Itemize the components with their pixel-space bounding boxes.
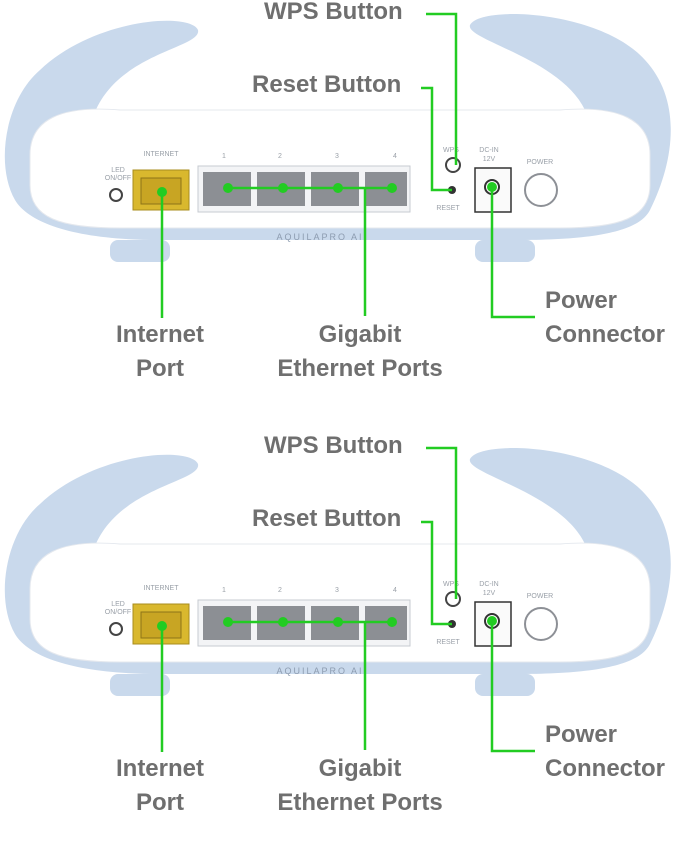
internet-port-callout: Internet Port bbox=[104, 752, 216, 820]
callout-dot-internet bbox=[157, 187, 167, 197]
wps-button-label: WPS Button bbox=[264, 432, 403, 459]
power-connector-callout-line2: Connector bbox=[545, 321, 665, 348]
callout-dot-lan-4 bbox=[387, 183, 397, 193]
internet-port-callout-line1: Internet bbox=[115, 321, 204, 348]
lan-number-2: 2 bbox=[278, 587, 282, 594]
power-connector-callout: Power Connector bbox=[545, 718, 665, 786]
callout-line-reset bbox=[421, 86, 452, 192]
power-label: POWER bbox=[527, 593, 553, 600]
gigabit-ports-callout-line1: Gigabit bbox=[318, 755, 402, 782]
reset-label: RESET bbox=[436, 205, 460, 212]
router-panel-1: LED ON/OFF INTERNET 1 2 3 4 WPS RESET DC… bbox=[0, 0, 679, 409]
internet-port-label: INTERNET bbox=[144, 585, 180, 592]
led-button bbox=[109, 622, 123, 636]
gigabit-ports-callout-line1: Gigabit bbox=[318, 321, 402, 348]
callout-dot-lan-2 bbox=[278, 617, 288, 627]
dc-label-line1: DC-IN bbox=[479, 581, 498, 588]
power-connector-callout-line1: Power bbox=[545, 721, 618, 748]
internet-port-callout-line2: Port bbox=[136, 355, 184, 382]
router-illustration: LED ON/OFF INTERNET 1 2 3 4 WPS RESET DC… bbox=[4, 12, 671, 319]
dc-label-line1: DC-IN bbox=[479, 147, 498, 154]
lan-number-3: 3 bbox=[335, 587, 339, 594]
gigabit-ports-callout: Gigabit Ethernet Ports bbox=[265, 318, 455, 386]
led-label-line1: LED bbox=[111, 167, 125, 174]
reset-label: RESET bbox=[436, 639, 460, 646]
router-foot-right bbox=[475, 240, 535, 262]
power-connector-callout-line1: Power bbox=[545, 287, 618, 314]
brand-label: AQUILAPRO AI bbox=[276, 666, 363, 676]
gigabit-ports-callout: Gigabit Ethernet Ports bbox=[265, 752, 455, 820]
power-connector-callout-line2: Connector bbox=[545, 755, 665, 782]
router-foot-right bbox=[475, 674, 535, 696]
callout-dot-lan-3 bbox=[333, 183, 343, 193]
callout-line-reset bbox=[421, 520, 452, 626]
callout-lines bbox=[160, 446, 535, 753]
wps-button bbox=[445, 157, 461, 173]
lan-number-1: 1 bbox=[222, 153, 226, 160]
router-foot-left bbox=[110, 240, 170, 262]
dc-label-line2: 12V bbox=[483, 156, 496, 163]
power-button bbox=[524, 173, 558, 207]
callout-dot-power bbox=[487, 616, 497, 626]
reset-button-label: Reset Button bbox=[252, 505, 402, 532]
led-label-line2: ON/OFF bbox=[105, 609, 131, 616]
callout-dot-internet bbox=[157, 621, 167, 631]
router-illustration: LED ON/OFF INTERNET 1 2 3 4 WPS RESET DC… bbox=[4, 446, 671, 753]
callout-dot-lan-1 bbox=[223, 617, 233, 627]
led-button bbox=[109, 188, 123, 202]
callout-dots bbox=[157, 182, 497, 197]
led-label-line2: ON/OFF bbox=[105, 175, 131, 182]
callout-dot-lan-4 bbox=[387, 617, 397, 627]
callout-dot-power bbox=[487, 182, 497, 192]
internet-port-label: INTERNET bbox=[144, 151, 180, 158]
wps-button bbox=[445, 591, 461, 607]
wps-button-label: WPS Button bbox=[264, 0, 403, 25]
callout-line-power bbox=[490, 187, 535, 319]
wps-label: WPS bbox=[443, 581, 459, 588]
wps-label: WPS bbox=[443, 147, 459, 154]
callout-line-wps bbox=[426, 446, 458, 599]
lan-number-1: 1 bbox=[222, 587, 226, 594]
lan-number-3: 3 bbox=[335, 153, 339, 160]
power-label: POWER bbox=[527, 159, 553, 166]
callout-dot-lan-2 bbox=[278, 183, 288, 193]
lan-number-4: 4 bbox=[393, 587, 397, 594]
internet-port-callout-line1: Internet bbox=[115, 755, 204, 782]
callout-dots bbox=[157, 616, 497, 631]
lan-number-4: 4 bbox=[393, 153, 397, 160]
callout-lines bbox=[160, 12, 535, 319]
power-connector-callout: Power Connector bbox=[545, 284, 665, 352]
gigabit-ports-callout-line2: Ethernet Ports bbox=[277, 355, 443, 382]
callout-line-wps bbox=[426, 12, 458, 165]
callout-dot-lan-1 bbox=[223, 183, 233, 193]
router-foot-left bbox=[110, 674, 170, 696]
gigabit-ports-callout-line2: Ethernet Ports bbox=[277, 789, 443, 816]
power-button bbox=[524, 607, 558, 641]
reset-button-label: Reset Button bbox=[252, 71, 402, 98]
router-panel-2: LED ON/OFF INTERNET 1 2 3 4 WPS RESET DC… bbox=[0, 432, 679, 843]
callout-dot-lan-3 bbox=[333, 617, 343, 627]
callout-line-power bbox=[490, 621, 535, 753]
internet-port-callout-line2: Port bbox=[136, 789, 184, 816]
dc-label-line2: 12V bbox=[483, 590, 496, 597]
internet-port-callout: Internet Port bbox=[104, 318, 216, 386]
led-label-line1: LED bbox=[111, 601, 125, 608]
lan-number-2: 2 bbox=[278, 153, 282, 160]
brand-label: AQUILAPRO AI bbox=[276, 232, 363, 242]
